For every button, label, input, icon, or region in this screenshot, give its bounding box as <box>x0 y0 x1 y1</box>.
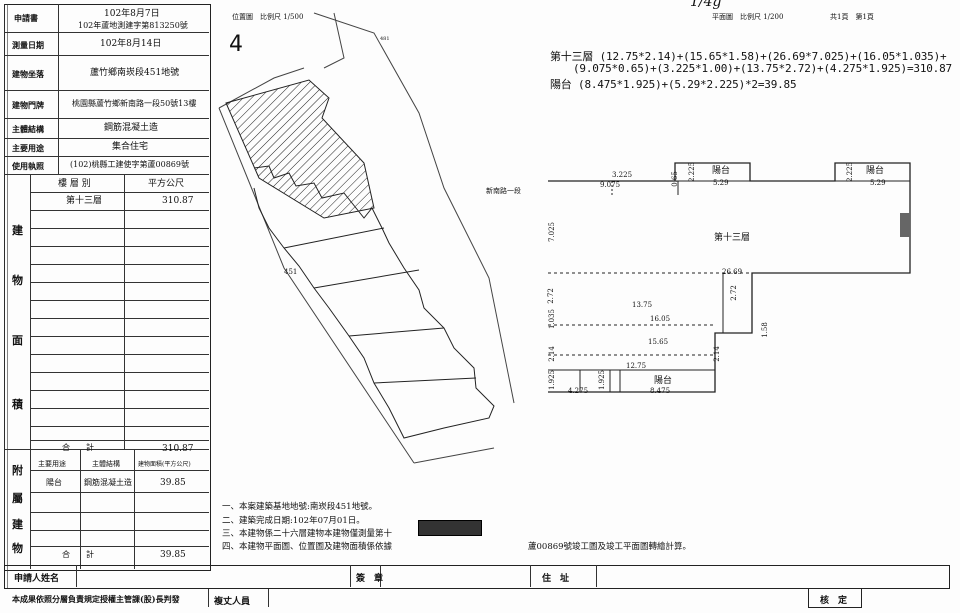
annex-total-label: 合 計 <box>62 550 94 559</box>
balcony-label-top-right: 陽台 <box>866 166 885 176</box>
redaction-stamp <box>418 520 482 536</box>
value-use: 集合住宅 <box>112 142 149 152</box>
dim-1375: 13.75 <box>632 301 653 309</box>
label-permit: 使用執照 <box>12 161 44 171</box>
building-outline <box>253 165 495 439</box>
dim-158: 1.58 <box>760 322 769 338</box>
annex-side-label-1: 附 <box>12 464 23 477</box>
dim-529-b: 5.29 <box>870 179 886 187</box>
site-plan-title: 位置圖 比例尺 1/500 <box>232 13 304 21</box>
seal-label: 簽 章 <box>356 574 384 584</box>
formula-line-1: 第十三層 (12.75*2.14)+(15.65*1.58)+(26.69*7.… <box>550 50 947 63</box>
annex-header-structure: 主體結構 <box>92 460 120 468</box>
dim-065: 0.65 <box>670 171 679 187</box>
dim-272-a: 2.72 <box>546 288 555 304</box>
balcony-label-bottom: 陽台 <box>654 376 673 386</box>
checker-label: 核 定 <box>820 596 848 606</box>
balcony-label-top-left: 陽台 <box>712 166 731 176</box>
note-2: 二、建築完成日期:102年07月01日。 <box>222 516 365 526</box>
dim-2225-b: 2.225 <box>846 161 855 183</box>
floor-plan-drawing <box>548 162 911 393</box>
area-header-floor: 樓 層 別 <box>58 179 91 189</box>
drafter-label: 複丈人員 <box>214 597 251 607</box>
applicant-name-label: 申請人姓名 <box>14 574 60 584</box>
value-structure: 鋼筋混凝土造 <box>104 123 159 133</box>
site-plan-drawing <box>218 12 515 464</box>
formula-line-2: (9.075*0.65)+(3.225*1.00)+(13.75*2.72)+(… <box>573 62 952 75</box>
area-total-label: 合 計 <box>62 443 94 452</box>
dim-529-a: 5.29 <box>713 179 729 187</box>
side-label-object: 物 <box>12 274 23 287</box>
dim-2225-a: 2.225 <box>688 161 697 183</box>
floor-plan-title: 平面圖 比例尺 1/200 <box>712 13 784 21</box>
annex-header-use: 主要用途 <box>38 460 66 468</box>
dim-1925-a: 1.925 <box>548 369 557 391</box>
label-location: 建物坐落 <box>12 69 44 79</box>
dim-4275: 4.275 <box>568 387 589 395</box>
note-3: 三、本建物係二十六層建物本建物僅測量第十 <box>222 529 393 539</box>
room-label-13f: 第十三層 <box>714 233 751 243</box>
scan-noise-strip <box>4 4 8 589</box>
value-location: 蘆竹鄉南崁段451地號 <box>90 68 180 78</box>
value-application-number: 102年蘆地測建字第813250號 <box>78 21 188 30</box>
dim-9075: 9.075 <box>600 181 621 189</box>
note-tail: 蘆00869號竣工圖及竣工平面圖轉繪計算。 <box>528 542 692 552</box>
dim-1925-b: 1.925 <box>598 369 607 391</box>
annex-side-label-4: 物 <box>12 542 23 555</box>
dim-7025: 7.025 <box>548 221 557 243</box>
disclaimer-text: 本成果依照分層負責規定授權主管課(股)長判發 <box>12 594 180 604</box>
value-survey-date: 102年8月14日 <box>100 39 162 49</box>
side-label-building: 建 <box>12 224 23 237</box>
formula-line-3: 陽台 (8.475*1.925)+(5.29*2.225)*2=39.85 <box>550 78 797 91</box>
label-structure: 主體結構 <box>12 124 44 134</box>
bottom-signature-bar <box>4 565 950 589</box>
side-label-area: 積 <box>12 398 23 411</box>
address-label: 住 址 <box>542 574 570 584</box>
dim-3225: 3.225 <box>612 171 633 179</box>
approval-box <box>808 588 862 608</box>
area-total-value: 310.87 <box>162 444 194 454</box>
label-application: 申請書 <box>14 13 38 23</box>
annex-side-label-2: 屬 <box>12 492 23 505</box>
floor-row-name: 第十三層 <box>66 196 103 206</box>
dim-1275: 12.75 <box>626 362 647 370</box>
dim-272-b: 2.72 <box>729 285 738 301</box>
dim-1035: 1.035 <box>548 308 557 330</box>
dim-1565: 15.65 <box>648 338 669 346</box>
dim-214-a: 2.14 <box>547 346 556 362</box>
annex-row-structure: 鋼筋混凝土造 <box>84 478 132 487</box>
area-header-unit: 平方公尺 <box>148 179 185 189</box>
dim-1605: 16.05 <box>650 315 671 323</box>
annex-row-area: 39.85 <box>160 478 186 488</box>
dim-2669: 26.69 <box>722 268 743 276</box>
note-1: 一、本案建築基地地號:南崁段451地號。 <box>222 502 378 512</box>
annex-total-value: 39.85 <box>160 550 186 560</box>
value-address: 桃園縣蘆竹鄉新南路一段50號13樓 <box>72 99 197 108</box>
parcel-number: 451 <box>284 268 298 276</box>
side-label-face: 面 <box>12 334 23 347</box>
note-4: 四、本建物平面圖、位置圖及建物面積係依據 <box>222 542 393 552</box>
hatched-adjacent-area <box>225 79 375 219</box>
road-label: 新南路一段 <box>486 187 521 195</box>
annex-row-use: 陽台 <box>46 478 62 487</box>
floor-row-area: 310.87 <box>162 196 194 206</box>
value-permit: (102)桃縣工建使字第蘆00869號 <box>70 160 189 169</box>
page-indicator: 共1頁 第1頁 <box>830 13 874 21</box>
dim-8475: 8.475 <box>650 387 671 395</box>
label-survey-date: 測量日期 <box>12 40 44 50</box>
annex-header-area: 建物面積(平方公尺) <box>138 461 191 468</box>
label-address: 建物門牌 <box>12 100 44 110</box>
north-mark: 4 <box>229 32 243 57</box>
site-top-label: 481 <box>380 36 390 42</box>
value-application-date: 102年8月7日 <box>104 9 160 19</box>
dim-214-b: 2.14 <box>712 346 721 362</box>
label-use: 主要用途 <box>12 143 44 153</box>
top-right-scrawl: 1/4g <box>690 0 722 10</box>
annex-side-label-3: 建 <box>12 518 23 531</box>
